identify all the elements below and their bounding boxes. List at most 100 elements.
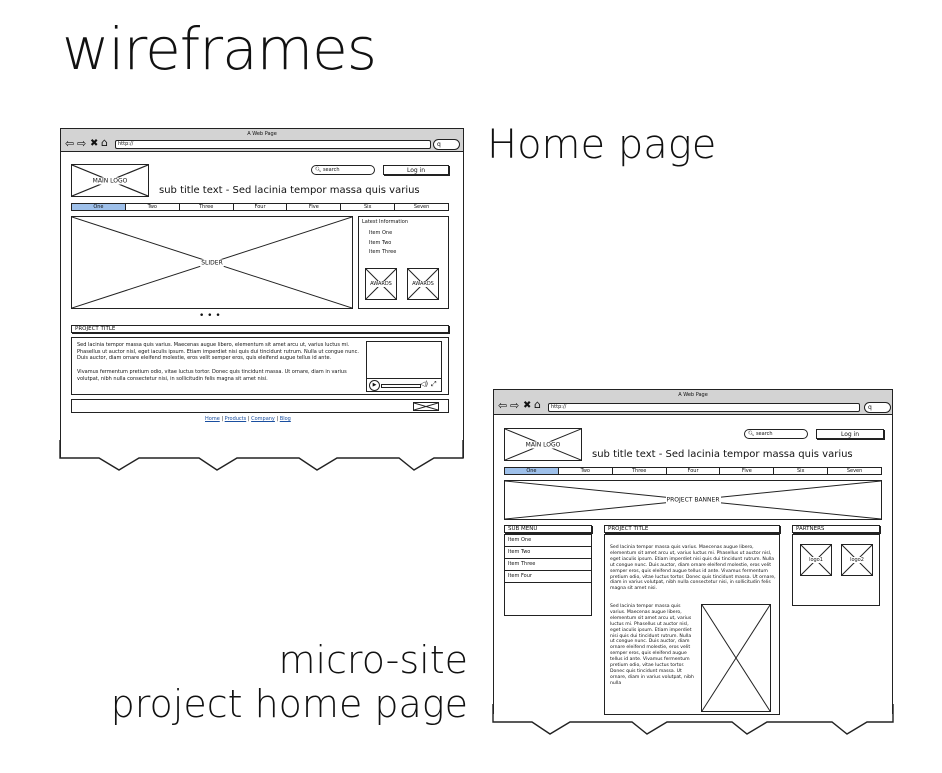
tab-three[interactable]: Three xyxy=(613,468,667,474)
partners-panel: logo1 logo2 xyxy=(792,534,880,606)
partner-logo: logo1 xyxy=(800,544,832,576)
home-wireframe-window: A Web Page ⇦ ⇨ ✖ ⌂ http:// q MAIN LOGO 🔍… xyxy=(60,128,464,458)
play-icon[interactable]: ▶ xyxy=(369,380,380,391)
submenu-item[interactable]: Item Two xyxy=(505,547,591,559)
search-placeholder: search xyxy=(755,431,773,437)
home-icon[interactable]: ⌂ xyxy=(534,398,541,411)
latest-info-panel: Latest Information Item One Item Two Ite… xyxy=(358,216,449,309)
back-icon[interactable]: ⇦ xyxy=(65,137,75,150)
url-input[interactable]: http:// xyxy=(115,140,431,149)
main-logo-label: MAIN LOGO xyxy=(524,441,562,448)
login-button[interactable]: Log in xyxy=(383,165,449,175)
volume-icon[interactable]: ◁) xyxy=(420,380,429,388)
submenu-item[interactable]: Item Three xyxy=(505,559,591,571)
tab-six[interactable]: Six xyxy=(341,204,396,210)
back-icon[interactable]: ⇦ xyxy=(498,399,508,412)
submenu: Item One Item Two Item Three Item Four xyxy=(504,534,592,616)
project-paragraph-1: Sed lacinia tempor massa quis varius. Ma… xyxy=(77,342,359,361)
subtitle: sub title text - Sed lacinia tempor mass… xyxy=(592,449,853,460)
award-image: AWARDS xyxy=(365,268,397,300)
footer-bar xyxy=(71,399,449,413)
tab-seven[interactable]: Seven xyxy=(413,204,430,210)
tab-one[interactable]: One xyxy=(505,468,559,474)
partner-logo-label: logo1 xyxy=(808,557,824,563)
go-button[interactable]: q xyxy=(433,139,460,150)
partner-logo-label: logo2 xyxy=(849,557,865,563)
tab-seven[interactable]: Seven xyxy=(846,468,863,474)
footer-link-company[interactable]: Company xyxy=(251,416,275,422)
tab-two[interactable]: Two xyxy=(559,468,613,474)
torn-edge xyxy=(492,704,894,735)
latest-item[interactable]: Item One xyxy=(369,230,393,236)
video-player[interactable]: ▶ ◁) ⤢ xyxy=(366,341,442,392)
subtitle: sub title text - Sed lacinia tempor mass… xyxy=(159,185,420,196)
project-paragraph-1: Sed lacinia tempor massa quis varius. Ma… xyxy=(610,545,776,592)
latest-item[interactable]: Item Two xyxy=(369,240,392,246)
seek-bar[interactable] xyxy=(381,384,421,388)
slider-label: SLIDER xyxy=(200,259,224,266)
nav-tabs: One Two Three Four Five Six Seven xyxy=(71,203,449,211)
tab-three[interactable]: Three xyxy=(180,204,234,210)
footer-link-blog[interactable]: Blog xyxy=(279,416,291,422)
browser-chrome: A Web Page ⇦ ⇨ ✖ ⌂ http:// q xyxy=(61,129,463,152)
search-input[interactable]: 🔍︎ search xyxy=(311,165,375,175)
submenu-heading: SUB MENU xyxy=(504,525,592,533)
footer-separator: | xyxy=(247,416,250,422)
tab-five[interactable]: Five xyxy=(287,204,342,210)
tab-two[interactable]: Two xyxy=(126,204,180,210)
project-banner-label: PROJECT BANNER xyxy=(665,496,721,504)
main-logo: MAIN LOGO xyxy=(71,164,149,197)
content-image xyxy=(701,604,771,712)
tab-four[interactable]: Four xyxy=(234,204,288,210)
close-icon[interactable]: ✖ xyxy=(523,400,532,411)
search-icon: 🔍︎ xyxy=(748,431,755,437)
latest-item[interactable]: Item Three xyxy=(369,249,397,255)
slider[interactable]: SLIDER xyxy=(71,216,353,309)
project-paragraph-2: Sed lacinia tempor massa quis varius. Ma… xyxy=(610,604,694,686)
submenu-item[interactable]: Item Four xyxy=(505,571,591,583)
award-label: AWARDS xyxy=(369,281,393,287)
torn-edge xyxy=(59,440,464,471)
login-button[interactable]: Log in xyxy=(816,429,884,439)
partner-logo: logo2 xyxy=(841,544,873,576)
url-input[interactable]: http:// xyxy=(548,403,860,412)
browser-chrome: A Web Page ⇦ ⇨ ✖ ⌂ http:// q xyxy=(494,390,892,415)
fullscreen-icon[interactable]: ⤢ xyxy=(431,380,437,388)
window-title: A Web Page xyxy=(678,392,708,398)
micro-site-caption: micro-site project home page xyxy=(70,638,468,726)
micro-wireframe-window: A Web Page ⇦ ⇨ ✖ ⌂ http:// q MAIN LOGO 🔍… xyxy=(493,389,893,715)
go-button[interactable]: q xyxy=(864,402,891,413)
micro-caption-line1: micro-site xyxy=(278,638,468,682)
award-label: AWARDS xyxy=(411,281,435,287)
main-logo: MAIN LOGO xyxy=(504,428,582,461)
video-controls: ▶ ◁) ⤢ xyxy=(367,378,441,391)
footer-image xyxy=(413,402,439,411)
tab-four[interactable]: Four xyxy=(667,468,721,474)
footer-separator: | xyxy=(221,416,224,422)
partners-heading: PARTNERS xyxy=(792,525,880,533)
project-title-bar: PROJECT TITLE xyxy=(71,325,449,333)
latest-heading: Latest Information xyxy=(362,219,408,225)
nav-tabs: One Two Three Four Five Six Seven xyxy=(504,467,882,475)
footer-link-home[interactable]: Home xyxy=(205,416,220,422)
tab-six[interactable]: Six xyxy=(774,468,829,474)
submenu-item[interactable]: Item One xyxy=(505,535,591,547)
search-input[interactable]: 🔍︎ search xyxy=(744,429,808,439)
tab-five[interactable]: Five xyxy=(720,468,775,474)
home-icon[interactable]: ⌂ xyxy=(101,136,108,149)
micro-caption-line2: project home page xyxy=(110,682,468,726)
main-logo-label: MAIN LOGO xyxy=(91,177,129,184)
forward-icon[interactable]: ⇨ xyxy=(510,399,520,412)
project-title-bar: PROJECT TITLE xyxy=(604,525,780,533)
close-icon[interactable]: ✖ xyxy=(90,138,99,149)
footer-link-products[interactable]: Products xyxy=(224,416,247,422)
project-banner: PROJECT BANNER xyxy=(504,480,882,520)
project-content: Sed lacinia tempor massa quis varius. Ma… xyxy=(604,534,780,715)
project-paragraph-2: Vivamus fermentum pretium odio, vitae lu… xyxy=(77,369,347,382)
tab-one[interactable]: One xyxy=(72,204,126,210)
slider-dots[interactable]: • • • xyxy=(199,311,221,321)
award-image: AWARDS xyxy=(407,268,439,300)
page-title: wireframes xyxy=(62,15,377,83)
forward-icon[interactable]: ⇨ xyxy=(77,137,87,150)
footer-separator: | xyxy=(276,416,279,422)
